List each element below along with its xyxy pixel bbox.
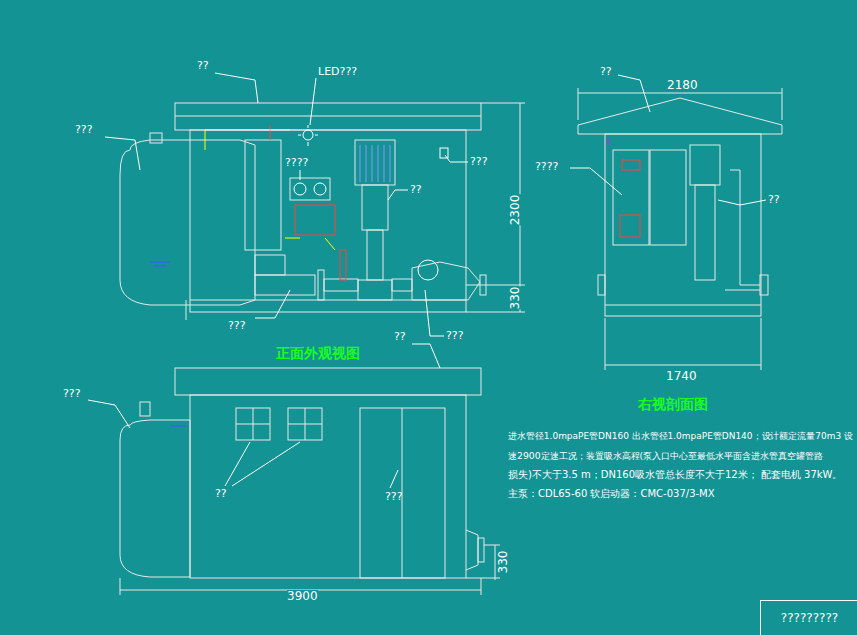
part-label: ?? — [215, 488, 227, 499]
note-line: 进水管径1.0mpaPE管DN160 出水管径1.0mpaPE管DN140；设计… — [508, 432, 853, 441]
part-label: ?? — [410, 184, 422, 195]
note-line: 损失)不大于3.5 m；DN160吸水管总长度不大于12米； 配套电机 37kW… — [508, 470, 842, 480]
part-label: ??? — [446, 330, 464, 341]
part-label: ?? — [600, 66, 612, 77]
dimension: 330 — [509, 287, 521, 310]
dimension: 3900 — [287, 590, 318, 602]
part-label: ?? — [197, 60, 209, 71]
title-text: ????????? — [781, 611, 838, 625]
part-label: ??? — [63, 388, 81, 399]
view-title: 右视剖面图 — [638, 397, 708, 411]
part-label: ??? — [385, 491, 403, 502]
dimension: 1740 — [666, 370, 697, 382]
view-title: 正面外观视图 — [276, 346, 360, 360]
part-label: ?? — [768, 194, 780, 205]
part-label: ??? — [75, 124, 93, 135]
dimension: 2180 — [667, 79, 698, 91]
note-line: 主泵：CDL65-60 软启动器：CMC-037/3-MX — [508, 489, 715, 499]
part-label: ??? — [470, 156, 488, 167]
dimension: 2300 — [509, 195, 521, 226]
part-label: LED??? — [318, 66, 357, 77]
part-label: ???? — [285, 157, 308, 168]
part-label: ???? — [535, 161, 558, 172]
dimension: 330 — [497, 551, 509, 574]
note-line: 速2900定速工况；装置吸水高程(泵入口中心至最低水平面含进水管真空罐管路 — [508, 451, 823, 460]
part-label: ?? — [394, 331, 406, 342]
part-label: ??? — [228, 320, 246, 331]
title-block: ????????? — [760, 600, 857, 635]
